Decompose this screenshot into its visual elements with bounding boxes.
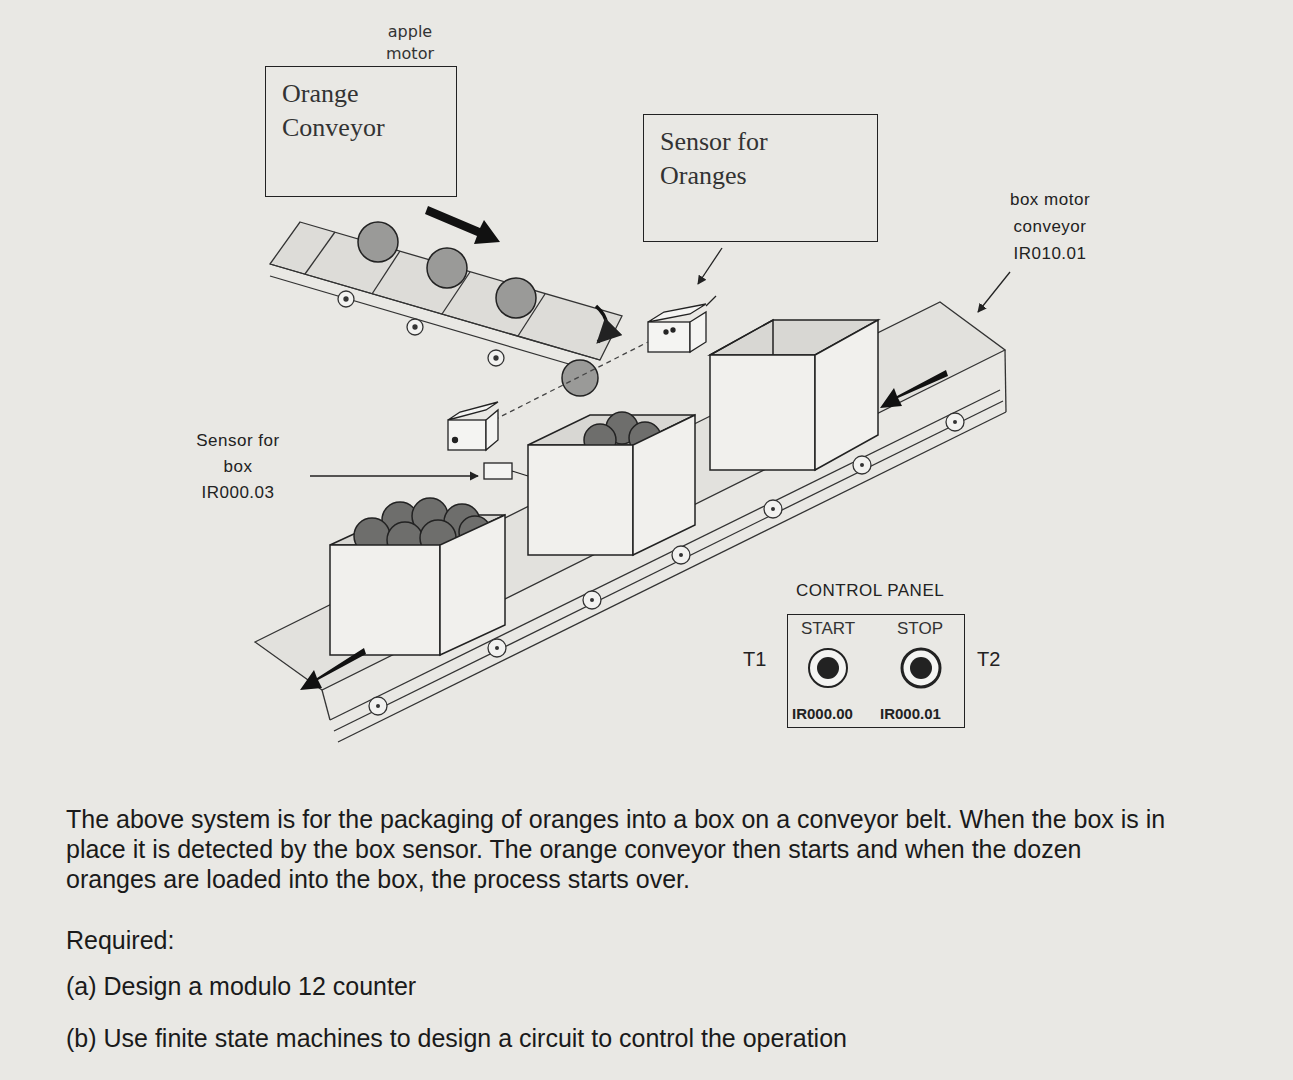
falling-orange xyxy=(562,360,598,396)
panel-buttons xyxy=(809,649,940,687)
sensor-eye xyxy=(671,328,675,332)
task-text: (a) Design a modulo 12 counter xyxy=(66,972,416,1001)
belt-rail xyxy=(270,276,596,372)
belt-rail xyxy=(330,390,1000,720)
roller-hub xyxy=(495,646,499,650)
orange xyxy=(358,222,398,262)
box-side xyxy=(633,415,695,555)
roller-hub xyxy=(590,598,594,602)
orange xyxy=(496,278,536,318)
sensor-front xyxy=(648,322,690,352)
conveyor-box: apple motorOrange Conveyor xyxy=(265,66,457,197)
box-front xyxy=(710,355,815,470)
node-text: STOP xyxy=(897,619,943,639)
box-side xyxy=(440,515,505,655)
empty-box xyxy=(710,320,878,470)
sensor-eye xyxy=(664,330,668,334)
roller xyxy=(946,413,964,431)
roller xyxy=(853,456,871,474)
leader-line xyxy=(698,248,722,284)
drop-arrow xyxy=(596,306,607,342)
sensor-lead xyxy=(706,296,716,306)
orange-conveyor xyxy=(270,222,622,372)
terminal-label: T2 xyxy=(977,648,1000,671)
terminal-label: T1 xyxy=(743,648,766,671)
sensor-label: Sensor for box IR000.03 xyxy=(188,428,288,506)
receiver-lead xyxy=(512,471,528,476)
heading-text: Required: xyxy=(66,926,174,955)
roller xyxy=(369,697,387,715)
roller-hub xyxy=(771,507,775,511)
motor-label: box motor conveyor IR010.01 xyxy=(995,186,1105,267)
node-text: IR000.01 xyxy=(880,705,941,722)
stop-button-cap xyxy=(910,657,932,679)
sensor-eye xyxy=(453,438,458,443)
leader-line xyxy=(978,272,1010,312)
orange-sensor-device xyxy=(648,296,716,352)
light-beam xyxy=(494,342,648,420)
filling-box xyxy=(528,412,695,555)
receiver xyxy=(484,463,512,479)
direction-arrow xyxy=(300,648,366,690)
box-conveyor xyxy=(255,302,1006,742)
roller xyxy=(407,319,423,335)
node-text: IR000.00 xyxy=(792,705,853,722)
description-text: The above system is for the packaging of… xyxy=(66,804,1176,894)
direction-arrow xyxy=(880,370,948,408)
roller xyxy=(338,291,354,307)
sensor-side xyxy=(486,410,498,450)
box-sensor-device xyxy=(448,402,528,479)
roller xyxy=(764,500,782,518)
roller xyxy=(488,639,506,657)
node-text: apple motor xyxy=(370,21,450,65)
roller xyxy=(583,591,601,609)
roller-hub xyxy=(860,463,864,467)
box-front xyxy=(528,445,633,555)
orange xyxy=(427,248,467,288)
roller-hub xyxy=(679,553,683,557)
belt-surface xyxy=(255,302,1005,690)
box-front xyxy=(330,545,440,655)
stop-button xyxy=(902,649,940,687)
roller-hub xyxy=(376,704,380,708)
rollers xyxy=(369,413,964,715)
roller-hub xyxy=(953,420,957,424)
roller-hub xyxy=(413,325,417,329)
roller xyxy=(488,350,504,366)
node-text: Orange Conveyor xyxy=(282,77,422,145)
start-button-cap xyxy=(817,657,839,679)
start-button xyxy=(809,649,847,687)
belt-slat xyxy=(305,232,335,274)
direction-arrow xyxy=(425,206,500,244)
sensor-side xyxy=(690,312,706,352)
node-text: Sensor for Oranges xyxy=(660,125,820,193)
sensor-box: Sensor for Oranges xyxy=(643,114,878,242)
belt-end xyxy=(322,690,330,720)
node-text: CONTROL PANEL xyxy=(796,581,944,601)
roller-hub xyxy=(344,297,348,301)
task-text: (b) Use finite state machines to design … xyxy=(66,1024,847,1053)
roller-hub xyxy=(494,356,498,360)
oranges-on-belt xyxy=(358,222,598,396)
belt-end xyxy=(1005,350,1006,412)
node-text: START xyxy=(801,619,855,639)
leader-line xyxy=(310,475,478,476)
control-panel: CONTROL PANELSTARTSTOPIR000.00IR000.01 xyxy=(787,614,965,728)
full-box xyxy=(330,498,505,655)
sensor-front xyxy=(448,420,486,450)
roller xyxy=(672,546,690,564)
box-side xyxy=(815,320,878,470)
